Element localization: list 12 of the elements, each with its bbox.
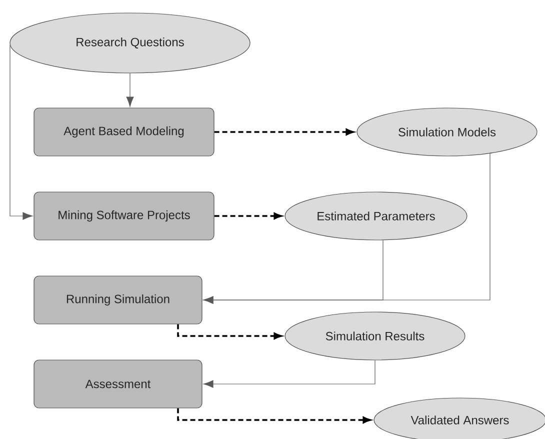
arrow — [214, 128, 354, 136]
arrow — [126, 73, 134, 107]
arrow — [177, 324, 282, 340]
process-box: Running Simulation — [34, 276, 202, 324]
arrow — [203, 360, 376, 388]
process-box: Assessment — [34, 360, 202, 408]
process-box: Agent Based Modeling — [34, 108, 214, 156]
arrow — [203, 240, 384, 304]
process-box: Mining Software Projects — [34, 192, 214, 240]
arrow — [177, 408, 371, 424]
arrow — [10, 44, 33, 220]
arrow — [214, 212, 282, 220]
